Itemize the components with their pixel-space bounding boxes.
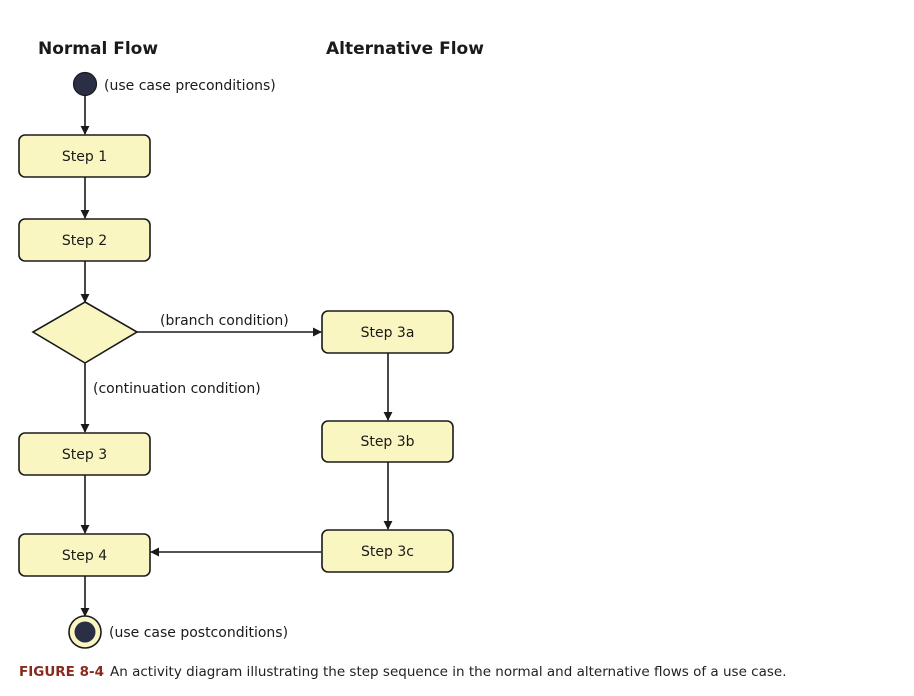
initial-node <box>72 71 98 97</box>
postconditions-label: (use case postconditions) <box>109 625 288 641</box>
step4-box <box>18 533 151 577</box>
step1-label: Step 1 <box>62 149 107 165</box>
step1-box <box>18 134 151 178</box>
step3b-label: Step 3b <box>360 434 414 450</box>
step2-label: Step 2 <box>62 233 107 249</box>
preconditions-label: (use case preconditions) <box>104 78 276 94</box>
decision-diamond <box>31 301 139 364</box>
normal-flow-heading: Normal Flow <box>38 39 158 59</box>
step3-box <box>18 432 151 476</box>
step3a-box <box>321 310 454 354</box>
final-node-core <box>74 621 96 643</box>
step2-box <box>18 218 151 262</box>
figure-number: FIGURE 8-4 <box>19 664 104 680</box>
step3c-box <box>321 529 454 573</box>
step3c-label: Step 3c <box>361 544 414 560</box>
figure-caption: FIGURE 8-4 An activity diagram illustrati… <box>19 664 787 680</box>
step3b-box <box>321 420 454 463</box>
branch-condition-label: (branch condition) <box>160 313 289 329</box>
step4-label: Step 4 <box>62 548 107 564</box>
continuation-condition-label: (continuation condition) <box>93 381 261 397</box>
figure-caption-text: An activity diagram illustrating the ste… <box>110 664 787 680</box>
step3a-label: Step 3a <box>361 325 415 341</box>
step3-label: Step 3 <box>62 447 107 463</box>
alternative-flow-heading: Alternative Flow <box>326 39 484 59</box>
